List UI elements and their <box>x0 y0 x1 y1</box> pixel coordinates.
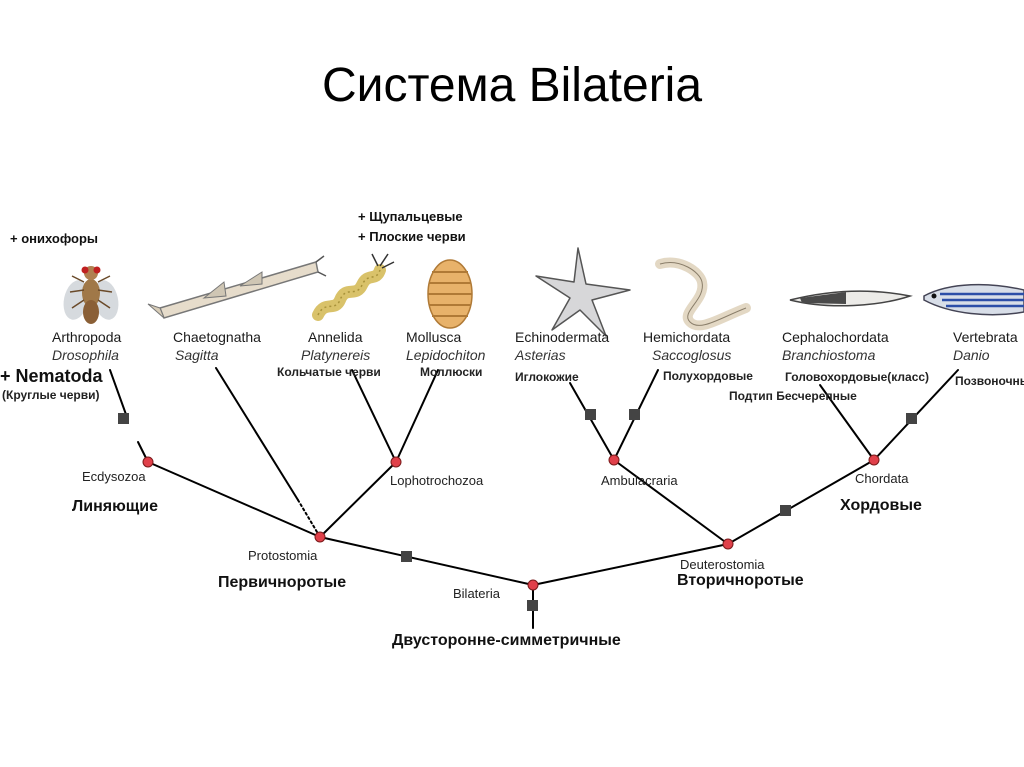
branch-chaetognatha <box>215 367 299 501</box>
node-deuterostomia <box>722 538 734 550</box>
node-label-bilateria: Bilateria <box>453 586 500 601</box>
branch-ambulacraria <box>613 459 729 545</box>
fly-icon <box>63 266 119 324</box>
genus-branchiostoma: Branchiostoma <box>782 347 876 363</box>
node-label-protostomia-ru: Первичноротые <box>218 574 347 591</box>
label-cephalochordata-ru: Головохордовые(класс) <box>785 370 930 384</box>
taxon-vertebrata: Vertebrata <box>953 329 1018 345</box>
node-label-protostomia: Protostomia <box>248 548 318 563</box>
slide-title: Система Bilateria <box>321 59 703 112</box>
branch-arthropoda-upper <box>109 369 129 421</box>
starfish-icon <box>535 247 631 337</box>
node-label-lophotrochozoa: Lophotrochozoa <box>390 473 484 488</box>
chiton-icon <box>427 259 473 329</box>
label-mollusca-ru: Моллюски <box>420 365 483 379</box>
branch-deuterostomia <box>532 543 729 586</box>
taxon-cephalochordata: Cephalochordata <box>782 329 889 345</box>
node-label-ambulacraria: Ambulacraria <box>601 473 678 488</box>
marker-protostomia <box>401 551 412 562</box>
marker-echinodermata <box>585 409 596 420</box>
marker-hemichordata <box>629 409 640 420</box>
genus-danio: Danio <box>953 347 990 363</box>
label-subphylum: Подтип Бесчерепные <box>729 389 857 403</box>
taxon-chaetognatha: Chaetognatha <box>173 329 261 345</box>
nodes <box>142 454 880 591</box>
genus-asterias: Asterias <box>515 347 566 363</box>
node-label-chordata-ru: Хордовые <box>840 497 922 514</box>
node-label-bilateria-ru: Двусторонне-симметричные <box>392 632 621 649</box>
acorn-worm-icon <box>655 257 751 331</box>
branch-mollusca <box>395 369 439 463</box>
taxon-annelida: Annelida <box>308 329 363 345</box>
lancelet-icon <box>789 290 913 307</box>
node-label-deuterostomia-ru: Вторичноротые <box>677 572 804 589</box>
taxon-mollusca: Mollusca <box>406 329 462 345</box>
branch-cephalochordata <box>819 384 875 461</box>
node-protostomia <box>314 531 326 543</box>
note-onychophora: + онихофоры <box>10 231 99 246</box>
marker-root <box>527 600 538 611</box>
branch-ecdysozoa <box>147 461 321 538</box>
branch-chaetognatha-dotted <box>297 499 321 538</box>
note-flatworms: + Плоские черви <box>358 229 466 244</box>
genus-lepidochiton: Lepidochiton <box>406 347 486 363</box>
note-tentaculata: + Щупальцевые <box>358 209 463 224</box>
taxon-arthropoda: Arthropoda <box>52 329 122 345</box>
branch-chordata <box>727 459 875 545</box>
note-nematoda: + Nematoda <box>0 366 103 386</box>
genus-saccoglosus: Saccoglosus <box>652 347 732 363</box>
taxon-hemichordata: Hemichordata <box>643 329 731 345</box>
label-hemichordata-ru: Полухордовые <box>663 369 753 383</box>
genus-sagitta: Sagitta <box>175 347 219 363</box>
branch-annelida <box>351 369 397 463</box>
node-lophotrochozoa <box>390 456 402 468</box>
node-label-ecdysozoa: Ecdysozoa <box>82 469 146 484</box>
node-ambulacraria <box>608 454 620 466</box>
branch-echinodermata <box>569 382 615 461</box>
node-ecdysozoa <box>142 456 154 468</box>
marker-arthropoda <box>118 413 129 424</box>
label-annelida-ru: Кольчатые черви <box>277 365 381 379</box>
bristle-worm-icon <box>312 253 395 321</box>
arrow-worm-icon <box>147 255 327 319</box>
taxon-echinodermata: Echinodermata <box>515 329 610 345</box>
genus-platynereis: Platynereis <box>301 347 371 363</box>
node-label-chordata: Chordata <box>855 471 909 486</box>
note-roundworms: (Круглые черви) <box>2 388 100 402</box>
node-label-deuterostomia: Deuterostomia <box>680 557 765 572</box>
label-echinodermata-ru: Иглокожие <box>515 370 579 384</box>
genus-drosophila: Drosophila <box>52 347 119 363</box>
marker-chordata <box>780 505 791 516</box>
node-chordata <box>868 454 880 466</box>
node-label-ecdysozoa-ru: Линяющие <box>72 498 158 515</box>
zebrafish-icon <box>923 283 1024 316</box>
node-bilateria <box>527 579 539 591</box>
label-vertebrata-ru: Позвоночные <box>955 374 1024 388</box>
markers <box>118 409 917 611</box>
branch-protostomia <box>319 536 534 586</box>
marker-vertebrata <box>906 413 917 424</box>
branch-lophotrochozoa <box>319 461 397 538</box>
